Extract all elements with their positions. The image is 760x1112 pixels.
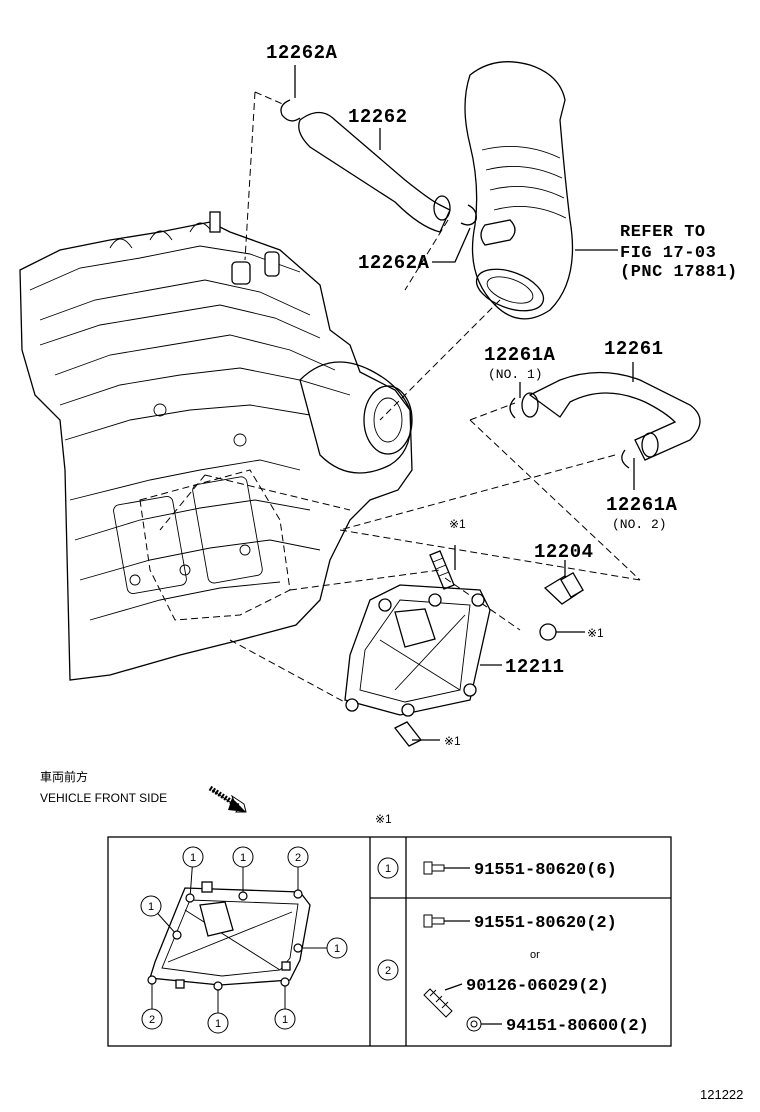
bolt-icon-2 xyxy=(423,914,470,928)
bolt-hole xyxy=(238,891,248,901)
callout-number: 2 xyxy=(149,1014,155,1026)
bolt-hole xyxy=(172,930,182,940)
callout-circle xyxy=(140,895,162,917)
label-12261: 12261 xyxy=(604,338,664,360)
callout-circle xyxy=(326,937,348,959)
callout-circle xyxy=(232,846,254,868)
bolt-hole xyxy=(293,943,303,953)
nut-icon xyxy=(466,1016,502,1032)
bolt-hole xyxy=(147,975,157,985)
callout-number: 1 xyxy=(240,852,246,864)
vehicle-front-jp: 車両前方 xyxy=(40,769,88,784)
row2-part-number-1: 91551-80620(2) xyxy=(474,914,617,933)
label-12204: 12204 xyxy=(534,541,594,563)
callout-circle xyxy=(141,1008,163,1030)
bolt-hole xyxy=(293,889,303,899)
row1-part-number: 91551-80620(6) xyxy=(474,861,617,880)
bolt xyxy=(394,721,440,747)
callout-circle xyxy=(207,1012,229,1034)
callout-number: 2 xyxy=(295,852,301,864)
row2-part-number-2: 90126-06029(2) xyxy=(466,977,609,996)
label-12261A-1-sub: (NO. 1) xyxy=(488,367,543,382)
label-mark-stud: ※1 xyxy=(449,517,466,531)
callout-number: 1 xyxy=(282,1014,288,1026)
label-mark-bolt: ※1 xyxy=(444,734,461,748)
cover-plate-12211 xyxy=(344,584,491,717)
bolt-hole xyxy=(280,977,290,987)
callout-number: 1 xyxy=(148,901,154,913)
label-12262A-top: 12262A xyxy=(266,42,338,64)
row2-key: 2 xyxy=(385,965,391,977)
callout-circle xyxy=(182,846,204,868)
label-12211: 12211 xyxy=(505,656,565,678)
sensor-12204 xyxy=(543,560,584,605)
footer-code: 121222 xyxy=(700,1087,743,1102)
leader-lines xyxy=(294,65,635,666)
hose-12261 xyxy=(509,371,701,469)
bolt-callouts: 1 1 2 1 1 2 1 1 xyxy=(140,846,348,1034)
bolt-icon xyxy=(423,861,470,875)
stud-bolt xyxy=(429,545,456,590)
label-refer-2: FIG 17-03 xyxy=(620,244,716,263)
label-12261A-2-sub: (NO. 2) xyxy=(612,517,667,532)
front-arrow-icon xyxy=(208,785,247,813)
dashed-guides xyxy=(159,91,641,706)
row2-part-number-3: 94151-80600(2) xyxy=(506,1017,649,1036)
row2-or: or xyxy=(530,949,540,961)
callout-circle xyxy=(274,1008,296,1030)
label-refer-3: (PNC 17881) xyxy=(620,263,738,282)
table-mark: ※1 xyxy=(375,812,392,826)
row1-key: 1 xyxy=(385,863,391,875)
bolt-hole xyxy=(213,981,223,991)
callout-number: 1 xyxy=(190,852,196,864)
engine-block-illustration xyxy=(19,211,413,681)
label-12261A-1: 12261A xyxy=(484,344,556,366)
stud-icon xyxy=(423,983,463,1018)
label-mark-nut: ※1 xyxy=(587,626,604,640)
callout-number: 1 xyxy=(215,1018,221,1030)
callout-circle xyxy=(287,846,309,868)
vehicle-front-en: VEHICLE FRONT SIDE xyxy=(40,791,167,805)
hose-12262 xyxy=(280,99,477,233)
label-12261A-2: 12261A xyxy=(606,494,678,516)
gasket-mini-drawing xyxy=(149,881,311,989)
bolt-hole xyxy=(185,893,195,903)
fastener-table: ※1 1 1 2 1 1 2 1 1 1 91551-80620(6) 2 xyxy=(107,812,672,1047)
air-intake-hose xyxy=(464,61,574,320)
callout-number: 1 xyxy=(334,943,340,955)
label-12262A-mid: 12262A xyxy=(358,252,430,274)
label-refer-1: REFER TO xyxy=(620,223,706,242)
label-12262: 12262 xyxy=(348,106,408,128)
nut xyxy=(539,623,585,641)
